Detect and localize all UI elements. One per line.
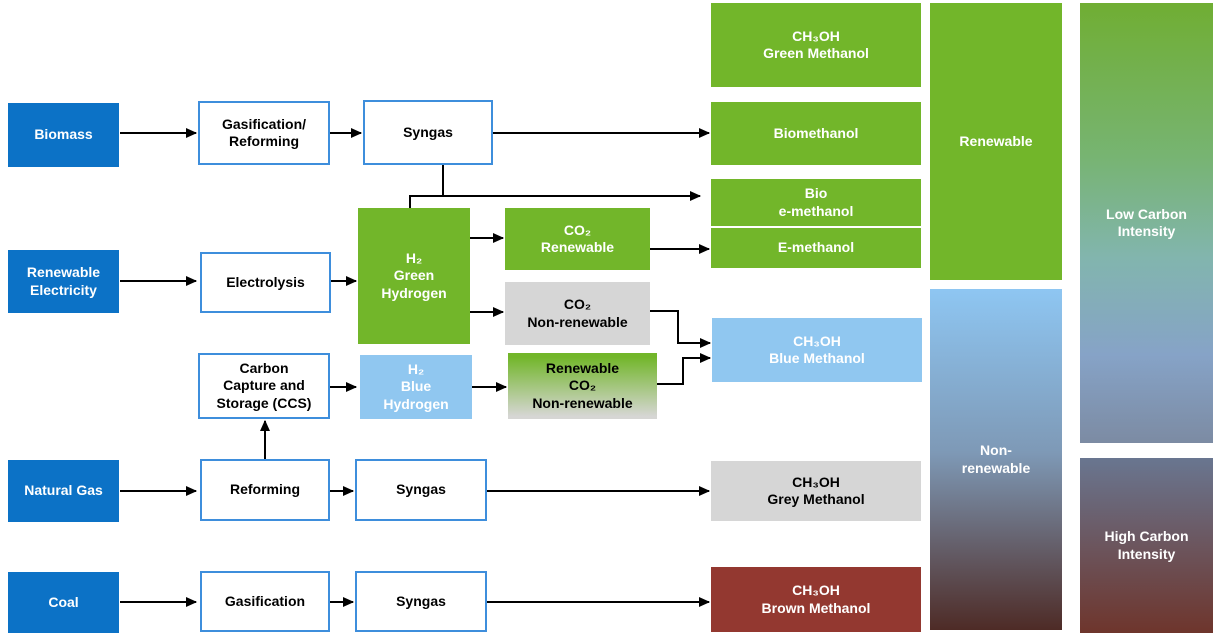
ccs-node: Carbon Capture and Storage (CCS) [198,353,330,419]
renewable-electricity-label: Renewable Electricity [26,264,101,298]
arrow-syngas-branch-to-bio-emethanol [409,191,702,209]
coal-label: Coal [48,593,79,610]
grey-methanol-label: CH₃OH Grey Methanol [767,473,865,508]
gasification-node: Gasification [200,571,330,632]
syngas-gas-label: Syngas [396,481,446,498]
biomass-label: Biomass [34,126,93,143]
low-carbon-intensity-label: Low Carbon Intensity [1106,205,1187,240]
brown-methanol-node: CH₃OH Brown Methanol [711,567,921,632]
renewable-category-label: Renewable [959,132,1033,149]
emethanol-node: E-methanol [711,228,921,268]
electrolysis-label: Electrolysis [226,273,305,290]
co2-nonrenewable-label: CO₂ Non-renewable [527,296,628,330]
renewable-category-band: Renewable [930,3,1062,280]
bio-emethanol-node: Bio e-methanol [711,179,921,226]
syngas-biomass-node: Syngas [363,100,493,165]
renewable-electricity-node: Renewable Electricity [8,250,119,313]
electrolysis-node: Electrolysis [200,252,331,313]
syngas-biomass-label: Syngas [403,123,453,140]
reforming-node: Reforming [200,459,330,521]
gasification-label: Gasification [224,592,306,609]
co2-renewable-label: CO₂ Renewable [540,221,615,256]
natural-gas-node: Natural Gas [8,460,119,522]
syngas-coal-label: Syngas [396,592,446,609]
arrow-renewable-co2-to-blue-methanol [657,353,712,385]
arrow-co2-nonrenewable-to-blue-methanol [650,310,712,348]
ccs-label: Carbon Capture and Storage (CCS) [216,359,312,411]
brown-methanol-label: CH₃OH Brown Methanol [761,582,871,616]
coal-node: Coal [8,572,119,633]
blue-methanol-label: CH₃OH Blue Methanol [769,332,865,367]
biomass-node: Biomass [8,103,119,167]
co2-nonrenewable-node: CO₂ Non-renewable [505,282,650,345]
nonrenewable-category-band: Non- renewable [930,289,1062,630]
gasification-reforming-node: Gasification/ Reforming [198,101,330,165]
renewable-co2-nonrenewable-label: Renewable CO₂ Non-renewable [532,359,633,411]
grey-methanol-node: CH₃OH Grey Methanol [711,461,921,521]
natural-gas-label: Natural Gas [24,482,103,499]
blue-hydrogen-label: H₂ Blue Hydrogen [383,360,449,412]
biomethanol-node: Biomethanol [711,102,921,165]
high-carbon-intensity-label: High Carbon Intensity [1104,528,1189,562]
blue-methanol-node: CH₃OH Blue Methanol [712,318,922,382]
nonrenewable-category-label: Non- renewable [961,442,1031,476]
high-carbon-intensity-band: High Carbon Intensity [1080,458,1213,633]
syngas-coal-node: Syngas [355,571,487,632]
syngas-gas-node: Syngas [355,459,487,521]
green-methanol-label: CH₃OH Green Methanol [763,27,869,62]
green-hydrogen-label: H₂ Green Hydrogen [381,249,447,301]
renewable-co2-nonrenewable-node: Renewable CO₂ Non-renewable [508,353,657,419]
blue-hydrogen-node: H₂ Blue Hydrogen [360,355,472,419]
co2-renewable-node: CO₂ Renewable [505,208,650,270]
biomethanol-label: Biomethanol [773,124,859,141]
green-hydrogen-node: H₂ Green Hydrogen [358,208,470,344]
reforming-label: Reforming [230,481,300,498]
bio-emethanol-label: Bio e-methanol [778,185,854,219]
emethanol-label: E-methanol [777,239,855,256]
low-carbon-intensity-band: Low Carbon Intensity [1080,3,1213,443]
gasification-reforming-label: Gasification/ Reforming [221,115,307,150]
green-methanol-node: CH₃OH Green Methanol [711,3,921,87]
